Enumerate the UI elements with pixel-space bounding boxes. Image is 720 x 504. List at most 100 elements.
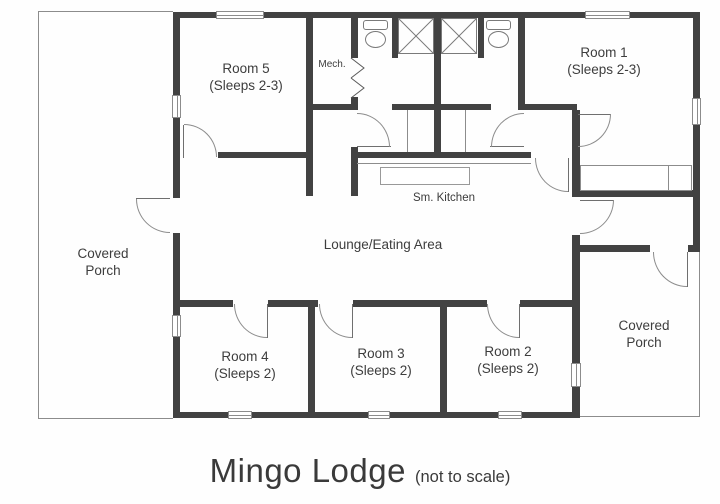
wall-vestibule-north [518,104,577,110]
porch-left-bottom-line [38,418,173,419]
kitchen-counter-line [465,110,466,152]
wall-mech-east [351,18,358,58]
shower-stall-right [441,18,477,54]
door-arc-room4 [234,304,267,338]
window-room5-top [216,11,264,19]
door-arc-lounge-hall [535,158,568,192]
room5-label: Room 5 (Sleeps 2-3) [176,60,316,94]
wall-right [693,125,700,252]
door-arc-porch-left [136,199,170,233]
wall-room4-north [268,300,318,307]
door-leaf-room5 [183,125,184,158]
room3-label: Room 3 (Sleeps 2) [311,345,451,379]
toilet-tank-left [363,20,388,30]
toilet-bowl-left [365,31,386,48]
wall-room4-room3 [308,302,315,412]
porch-left-top-line [38,11,173,12]
kitchen-counter [380,167,470,185]
wall-left [173,12,180,95]
door-leaf-lounge-hall [568,158,569,192]
room3-name: Room 3 [357,346,405,361]
room2-label: Room 2 (Sleeps 2) [438,343,578,377]
wall-left [173,118,180,198]
window-room2-east [571,363,581,387]
wall-hall-east [572,110,580,197]
wall-room2-north [520,300,577,307]
wall-porch-right-north [688,245,700,252]
window-room3-bottom [368,411,390,419]
kitchen-counter-line [407,110,408,152]
room5-sleeps: (Sleeps 2-3) [209,78,283,93]
room2-sleeps: (Sleeps 2) [477,361,539,376]
room1-name: Room 1 [580,45,628,60]
wall-bath-right-south [441,104,491,110]
door-leaf-room4 [267,304,268,338]
plan-title: Mingo Lodge [209,452,406,489]
shower-stall-left [398,18,434,54]
lounge-label: Lounge/Eating Area [323,237,443,252]
wall-left [173,233,180,315]
room4-sleeps: (Sleeps 2) [214,366,276,381]
kitchen-label: Sm. Kitchen [413,192,475,204]
wall-room1-south [577,190,700,197]
wall-kitchen-south [353,152,531,158]
window-room1-top [585,11,630,19]
door-arc-room3 [319,304,352,338]
door-leaf-room2 [519,304,520,338]
wall-bottom [173,412,228,418]
wall-bottom [252,412,368,418]
door-arc-bath-left [357,113,390,147]
toilet-tank-right [486,20,511,30]
wall-room4-north [180,300,233,307]
room4-label: Room 4 (Sleeps 2) [175,348,315,382]
wall-bath-left-south [392,104,434,110]
wall-right [693,12,700,98]
bifold-door-mech-icon [350,57,365,99]
wall-bath-right-stub [478,18,484,58]
porch-right-east-line [699,252,700,417]
door-arc-room1 [578,114,611,147]
window-room2-bottom [498,411,522,419]
porch-right-label: Covered Porch [618,318,670,350]
wall-top [264,12,585,18]
wall-mech-south [313,104,357,110]
door-arc-bath-right [491,113,524,147]
door-leaf-porch-right [687,252,688,287]
porch-left-west-line [38,11,39,419]
window-room1-right [692,98,701,125]
door-leaf-porch-left [136,198,170,199]
wall-porch-right-north [577,245,650,252]
kitchen-counter-edge [357,163,531,164]
door-arc-porch-right [653,252,687,287]
window-room4-left [172,315,181,337]
wall-room5-south [218,152,306,158]
wall-top [630,12,700,18]
wall-mech-east [351,97,358,110]
door-arc-room2 [487,304,519,338]
plan-caption: Mingo Lodge (not to scale) [0,452,720,490]
room5-name: Room 5 [222,61,270,76]
door-arc-east-corridor [580,200,614,234]
window-room4-bottom [228,411,252,419]
wall-left [173,337,180,418]
room4-name: Room 4 [221,349,269,364]
mech-label: Mech. [318,59,346,70]
wall-room1-west [518,18,525,110]
wall-bottom [390,412,498,418]
room1-sleeps: (Sleeps 2-3) [567,62,641,77]
wall-room5-east [306,18,313,196]
wall-room3-room2 [440,302,447,412]
wall-bottom [522,412,580,418]
wall-top [173,12,216,18]
toilet-bowl-right [488,31,509,48]
plan-title-note: (not to scale) [414,468,511,486]
room1-label: Room 1 (Sleeps 2-3) [534,44,674,78]
wall-corridor-east [351,147,358,196]
porch-left-label: Covered Porch [77,246,129,278]
wall-porch-right-west [572,235,580,363]
room3-sleeps: (Sleeps 2) [350,363,412,378]
bed-room1 [580,165,692,191]
porch-right-bottom-line [580,416,700,417]
wall-room3-north [353,300,487,307]
